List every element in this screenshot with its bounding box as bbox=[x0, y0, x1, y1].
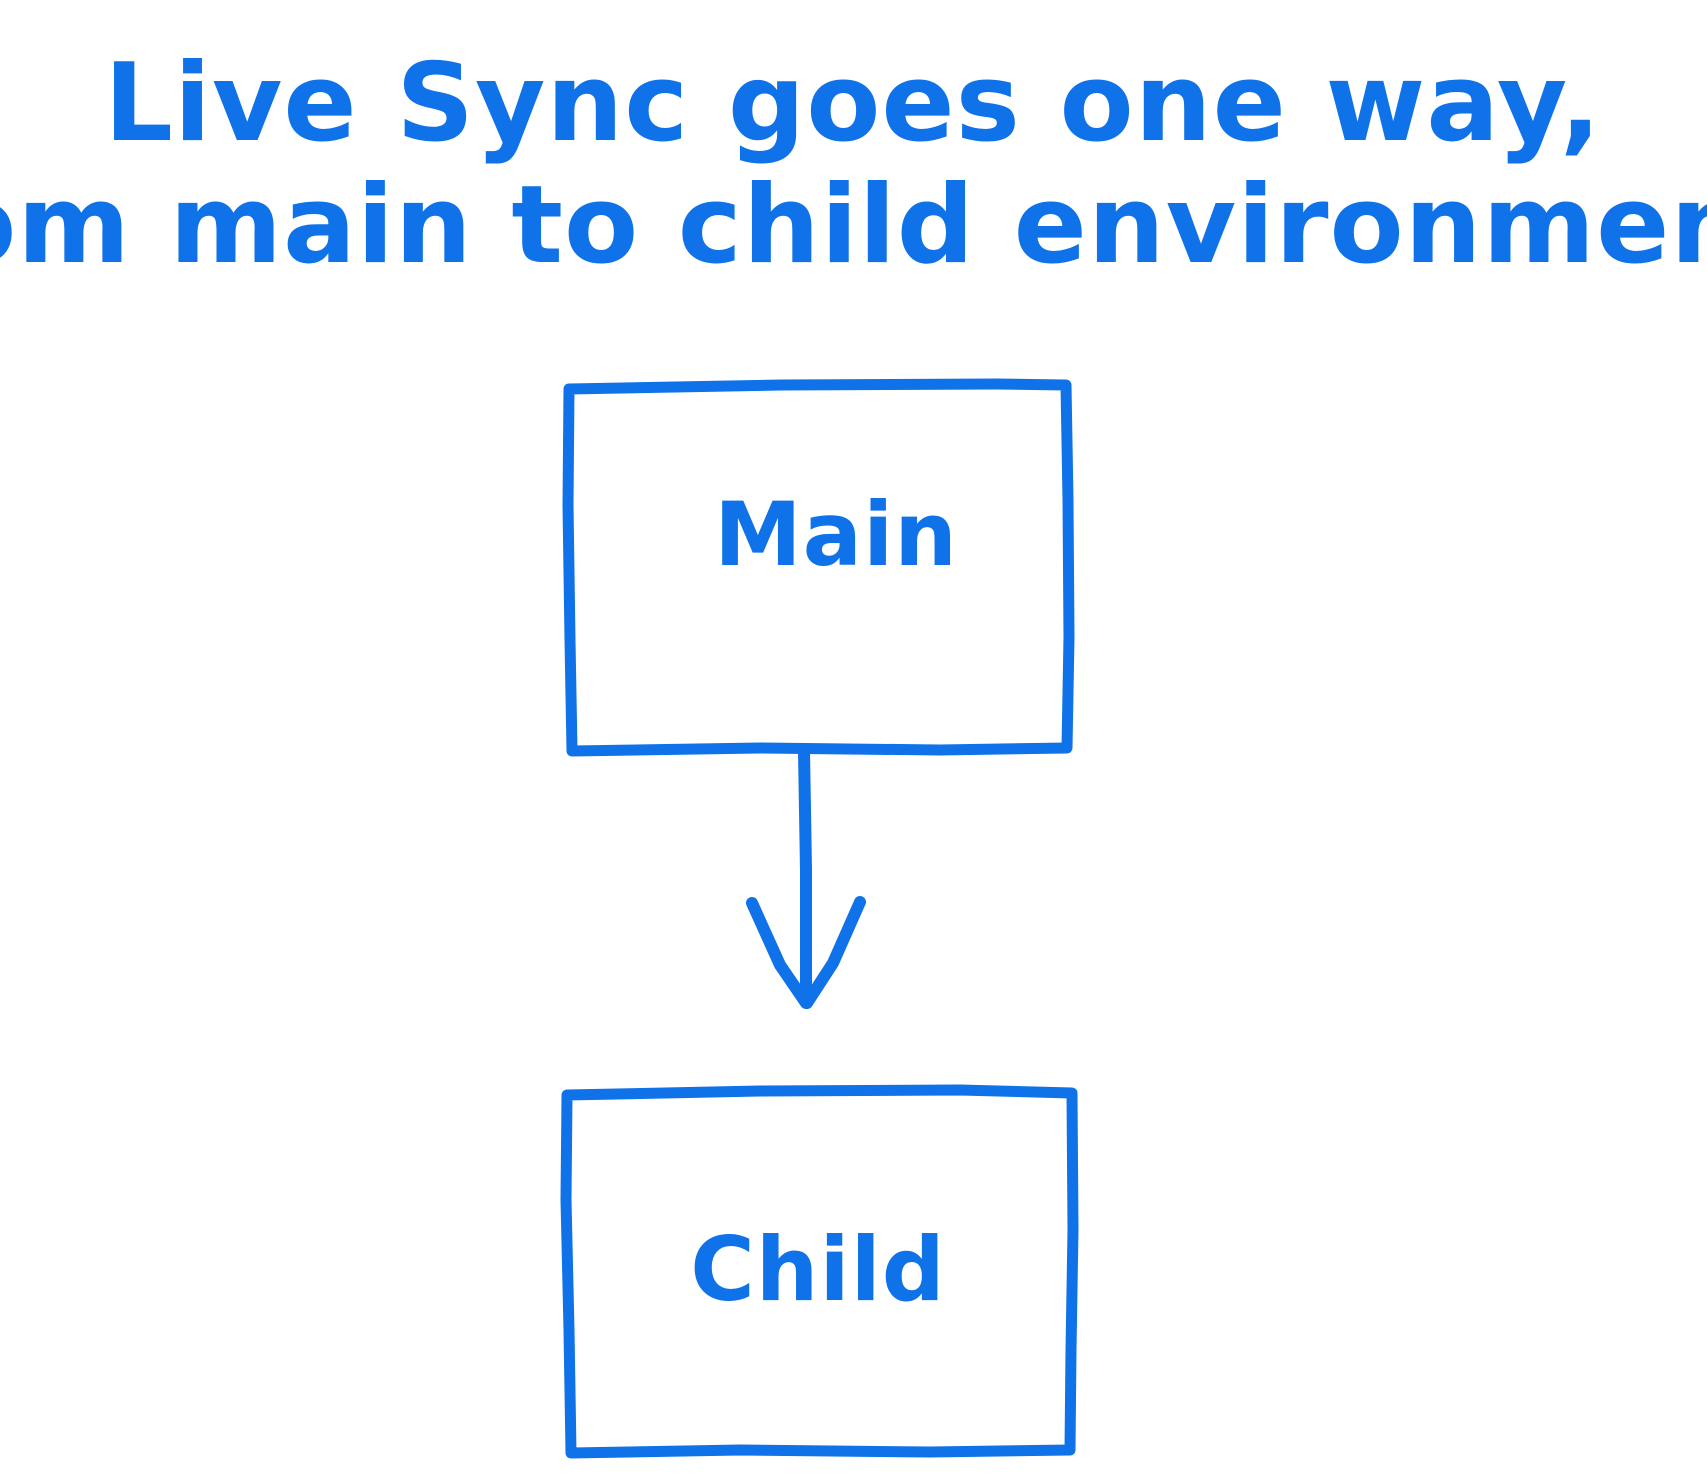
edge-arrowhead-left bbox=[746, 897, 812, 1009]
title-line-1: Live Sync goes one way, bbox=[104, 41, 1602, 166]
node-main-label: Main bbox=[714, 483, 958, 586]
edge-main-to-child[interactable] bbox=[746, 745, 866, 1009]
edge-main-to-child-stem bbox=[798, 745, 812, 1004]
node-child-label: Child bbox=[690, 1218, 946, 1321]
node-main[interactable]: Main bbox=[562, 378, 1075, 757]
title-line-2: from main to child environments bbox=[0, 163, 1707, 288]
node-child-outline bbox=[560, 1084, 1079, 1459]
node-child[interactable]: Child bbox=[560, 1084, 1079, 1459]
node-main-outline bbox=[562, 378, 1075, 757]
edge-arrowhead-right bbox=[801, 896, 866, 1009]
